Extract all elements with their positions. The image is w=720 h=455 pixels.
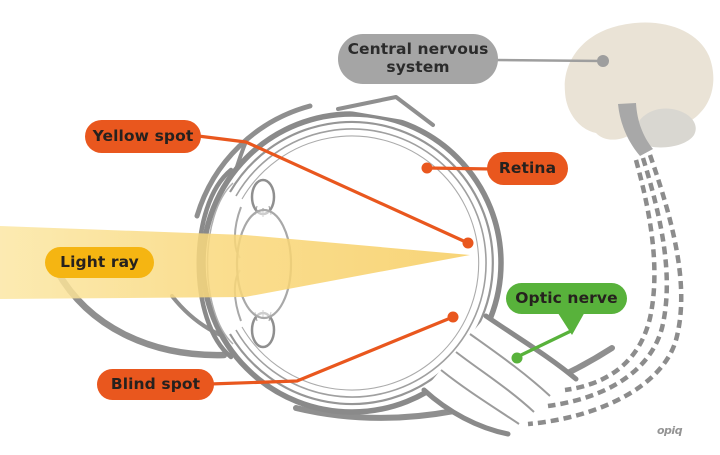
muscle-notch bbox=[336, 95, 435, 127]
yellow-spot-dot bbox=[462, 237, 474, 249]
label-central-nervous-system-line2: system bbox=[386, 58, 450, 76]
optic-nerve-dot bbox=[511, 352, 523, 364]
label-retina: Retina bbox=[487, 152, 568, 185]
optic-nerve-pointer bbox=[556, 310, 586, 335]
cns-dot bbox=[597, 55, 609, 67]
label-central-nervous-system: Central nervous system bbox=[338, 34, 498, 84]
label-yellow-spot: Yellow spot bbox=[85, 120, 201, 153]
retina-layers bbox=[229, 120, 494, 406]
cns-leader-line bbox=[495, 58, 604, 63]
label-light-ray: Light ray bbox=[45, 247, 154, 278]
label-optic-nerve: Optic nerve bbox=[506, 283, 627, 314]
retina-leader-line bbox=[426, 166, 493, 171]
yellow-spot-leader-line bbox=[197, 134, 469, 245]
optic-tract-dashed bbox=[527, 154, 684, 427]
label-blind-spot: Blind spot bbox=[97, 369, 214, 400]
brainstem bbox=[618, 103, 653, 156]
optic-nerve-bundle bbox=[421, 313, 579, 437]
brain bbox=[564, 22, 714, 156]
retina-dot bbox=[421, 162, 433, 174]
leader-lines bbox=[197, 55, 609, 386]
optic-nerve-leader-line bbox=[516, 329, 572, 359]
label-central-nervous-system-line1: Central nervous bbox=[347, 40, 489, 59]
blind-spot-leader-line bbox=[209, 315, 454, 386]
watermark-logo: opiq bbox=[657, 424, 683, 437]
cerebellum bbox=[633, 108, 696, 148]
light-ray-beam bbox=[0, 226, 470, 299]
blind-spot-dot bbox=[447, 311, 459, 323]
